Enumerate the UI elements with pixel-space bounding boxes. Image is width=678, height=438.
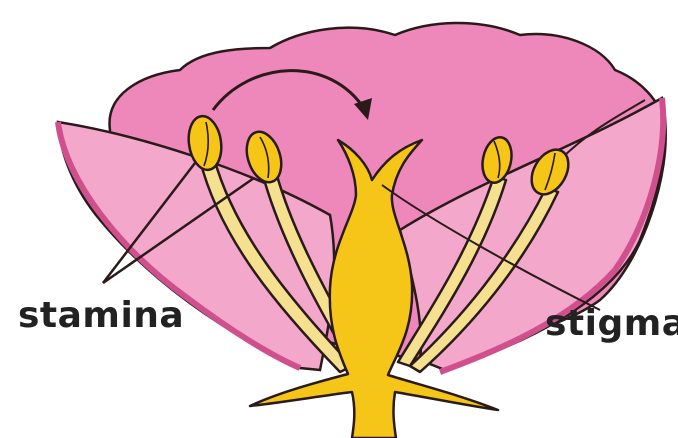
label-stigma: stigma <box>545 306 678 342</box>
label-stamina: stamina <box>18 298 184 334</box>
